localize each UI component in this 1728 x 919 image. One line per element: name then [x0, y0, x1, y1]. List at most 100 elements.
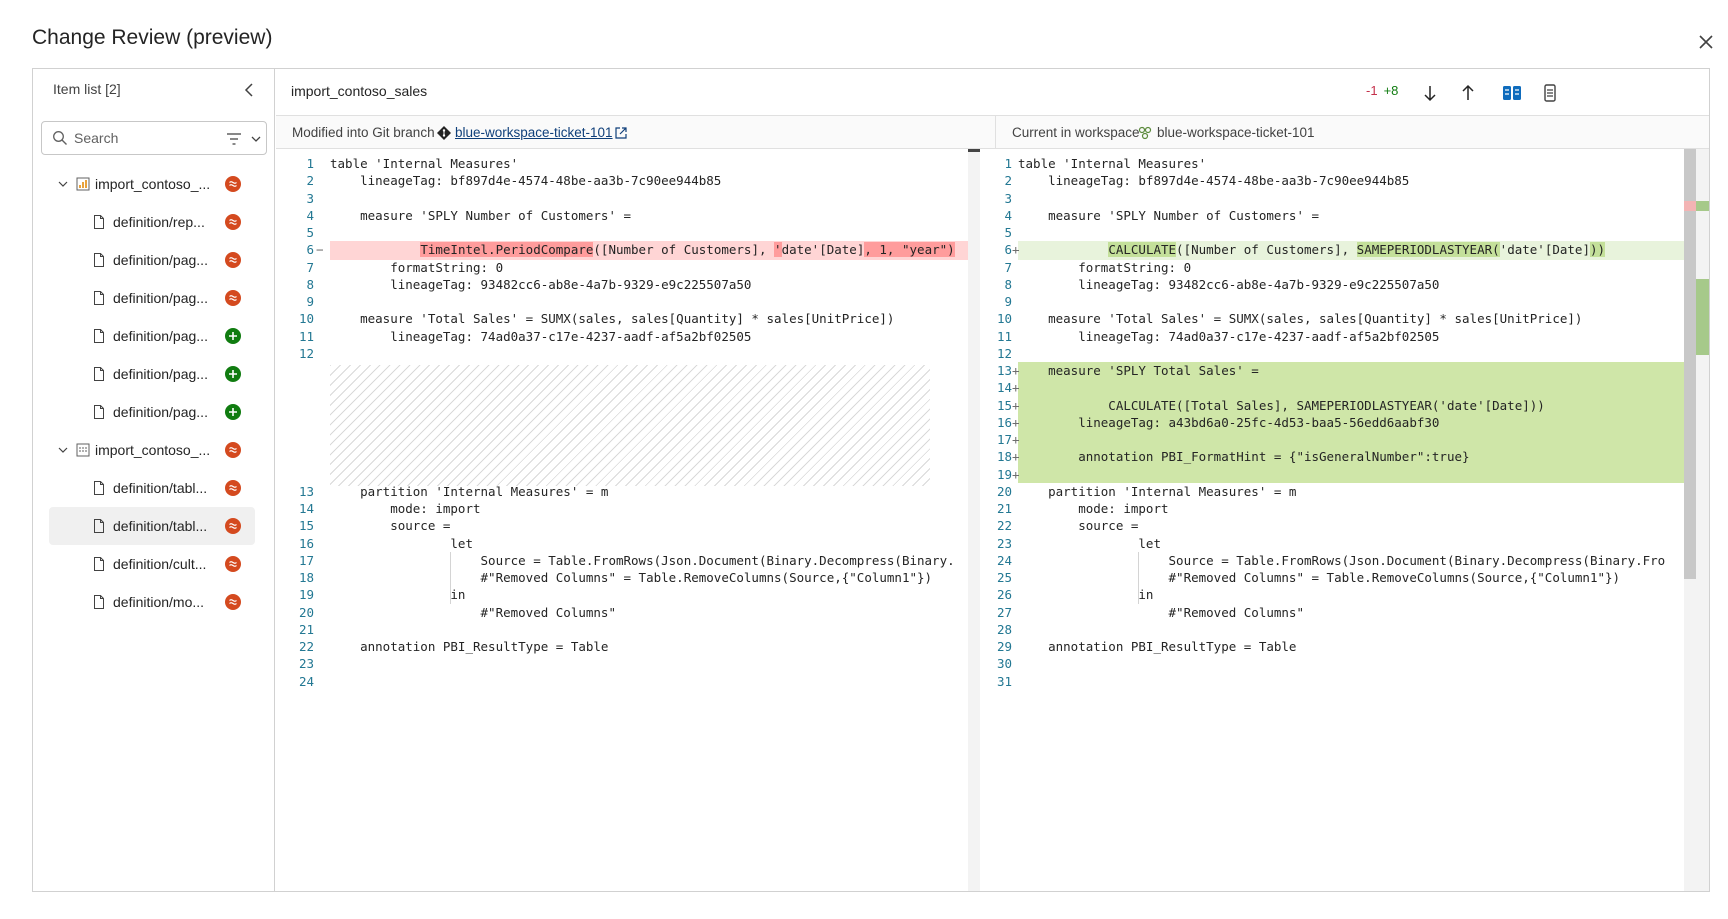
tree-item-label: definition/mo...	[113, 594, 205, 610]
line-number: 30	[996, 656, 1012, 672]
viewport-indicator	[1684, 149, 1696, 579]
code-text: mode: import	[1018, 501, 1169, 516]
code-text: lineageTag: bf897d4e-4574-48be-aa3b-7c90…	[1018, 173, 1410, 189]
arrow-down-icon	[1424, 86, 1436, 102]
diff-marker: +	[1012, 242, 1020, 258]
file-icon	[94, 519, 104, 533]
code-line: 18 #"Removed Columns" = Table.RemoveColu…	[276, 569, 996, 588]
modified-status-icon	[225, 518, 241, 534]
indent-guide	[450, 586, 452, 604]
code-line: 13 partition 'Internal Measures' = m	[276, 483, 996, 502]
code-text: table 'Internal Measures'	[1018, 156, 1207, 171]
code-line: 18+ annotation PBI_FormatHint = {"isGene…	[996, 448, 1709, 467]
code-text: measure 'Total Sales' = SUMX(sales, sale…	[1018, 311, 1583, 327]
tree-file-item[interactable]: definition/pag...	[49, 317, 255, 355]
code-text: #"Removed Columns" = Table.RemoveColumns…	[330, 570, 933, 585]
tree-file-item[interactable]: definition/pag...	[49, 393, 255, 431]
code-text: annotation PBI_FormatHint = {"isGeneralN…	[1018, 449, 1470, 465]
code-line: 15+ CALCULATE([Total Sales], SAMEPERIODL…	[996, 396, 1709, 416]
line-number: 21	[996, 501, 1012, 516]
file-header: import_contoso_sales -1+8	[276, 69, 1709, 116]
added-status-icon	[225, 366, 241, 382]
file-icon	[94, 291, 104, 305]
code-line: 3	[996, 190, 1709, 209]
item-list-panel: Item list [2] import_contoso_...definiti…	[33, 69, 275, 891]
added-marker	[1696, 201, 1709, 211]
branch-link[interactable]: blue-workspace-ticket-101	[455, 125, 613, 140]
code-line: 8 lineageTag: 93482cc6-ab8e-4a7b-9329-e9…	[276, 276, 996, 295]
code-line: 14+	[996, 379, 1709, 398]
code-line: 23 let	[996, 535, 1709, 554]
tree-file-item[interactable]: definition/pag...	[49, 279, 255, 317]
chevron-down-icon[interactable]	[57, 444, 69, 456]
line-number: 12	[298, 345, 314, 361]
code-line: 9	[996, 293, 1709, 312]
line-number: 12	[996, 345, 1012, 361]
code-line: 7 formatString: 0	[276, 259, 996, 278]
line-number: 17	[996, 432, 1012, 447]
tree-item-label: definition/pag...	[113, 252, 208, 268]
code-line: 19 in	[276, 586, 996, 605]
line-number: 5	[1004, 225, 1012, 240]
line-number: 2	[1004, 173, 1012, 189]
added-block-marker	[1696, 279, 1709, 355]
close-button[interactable]	[1694, 30, 1718, 54]
code-text: in	[330, 587, 466, 603]
tree-file-item[interactable]: definition/rep...	[49, 203, 255, 241]
code-text: Source = Table.FromRows(Json.Document(Bi…	[1018, 552, 1666, 568]
next-change-button[interactable]	[1418, 81, 1442, 105]
code-text: Source = Table.FromRows(Json.Document(Bi…	[330, 552, 955, 568]
code-text: #"Removed Columns" = Table.RemoveColumns…	[1018, 570, 1621, 585]
tree-folder-item[interactable]: import_contoso_...	[49, 431, 255, 469]
code-text: measure 'SPLY Number of Customers' =	[1018, 207, 1320, 223]
semantic-model-icon	[76, 443, 90, 457]
inline-view-button[interactable]	[1538, 81, 1562, 105]
collapse-panel-button[interactable]	[239, 79, 261, 101]
code-line: 25 #"Removed Columns" = Table.RemoveColu…	[996, 569, 1709, 588]
line-number: 3	[306, 190, 314, 206]
modified-status-icon	[225, 594, 241, 610]
line-number: 18	[996, 449, 1012, 465]
change-review-frame: Item list [2] import_contoso_...definiti…	[32, 68, 1710, 892]
added-status-icon	[225, 328, 241, 344]
code-line: 16+ lineageTag: a43bd6a0-25fc-4d53-baa5-…	[996, 413, 1709, 433]
filter-icon[interactable]	[226, 131, 242, 147]
open-external-icon[interactable]	[614, 126, 628, 140]
line-number: 16	[298, 535, 314, 551]
chevron-down-icon[interactable]	[57, 178, 69, 190]
side-by-side-view-button[interactable]	[1500, 81, 1524, 105]
report-icon	[76, 177, 90, 191]
line-number: 17	[298, 552, 314, 568]
code-line: 12	[276, 345, 996, 364]
left-scrollbar[interactable]	[968, 149, 980, 891]
code-line: 26 in	[996, 586, 1709, 605]
left-scroll-thumb[interactable]	[968, 149, 980, 152]
tree-file-item[interactable]: definition/mo...	[49, 583, 255, 621]
code-line: 21 mode: import	[996, 500, 1709, 519]
line-number: 9	[306, 294, 314, 309]
search-input[interactable]	[74, 128, 214, 148]
code-text: table 'Internal Measures'	[330, 156, 519, 171]
tree-file-item[interactable]: definition/pag...	[49, 241, 255, 279]
code-text: lineageTag: a43bd6a0-25fc-4d53-baa5-56ed…	[1018, 414, 1440, 430]
code-line: 13+ measure 'SPLY Total Sales' =	[996, 362, 1709, 381]
diff-marker: +	[1012, 380, 1020, 396]
code-text: let	[1018, 535, 1161, 551]
modified-status-icon	[225, 252, 241, 268]
tree-file-item[interactable]: definition/tabl...	[49, 507, 255, 545]
overview-ruler[interactable]	[1684, 149, 1709, 891]
file-icon	[94, 367, 104, 381]
diff-view: import_contoso_sales -1+8 Modified into …	[276, 69, 1709, 891]
chevron-down-icon[interactable]	[250, 133, 262, 145]
line-number: 25	[996, 570, 1012, 585]
previous-change-button[interactable]	[1456, 81, 1480, 105]
file-icon	[94, 215, 104, 229]
tree-file-item[interactable]: definition/pag...	[49, 355, 255, 393]
tree-folder-item[interactable]: import_contoso_...	[49, 165, 255, 203]
tree-file-item[interactable]: definition/cult...	[49, 545, 255, 583]
code-line: 16 let	[276, 535, 996, 554]
line-number: 13	[298, 483, 314, 499]
tree-file-item[interactable]: definition/tabl...	[49, 469, 255, 507]
